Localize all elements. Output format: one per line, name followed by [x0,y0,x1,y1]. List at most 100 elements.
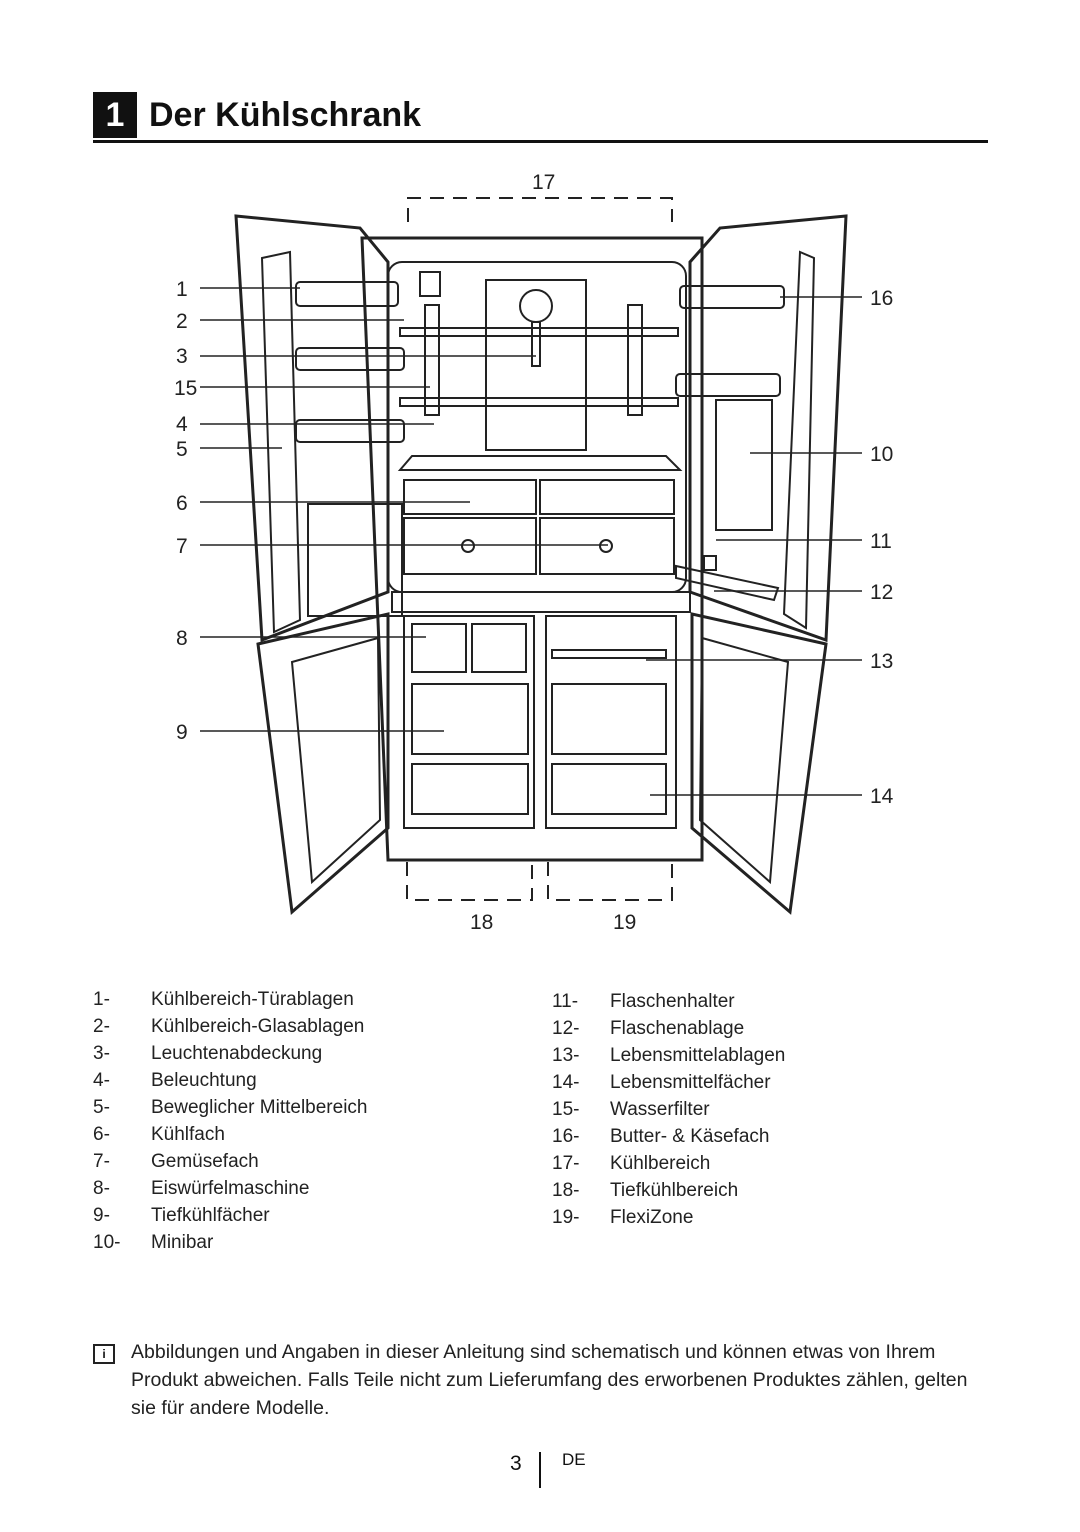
legend-item: 19- FlexiZone [552,1204,785,1231]
right-freezer-door [690,612,828,915]
callout-5: 5 [176,438,188,461]
legend-label: Beleuchtung [151,1070,257,1091]
legend-item: 2- Kühlbereich-Glasablagen [93,1013,368,1040]
legend-left: 1- Kühlbereich-Türablagen 2- Kühlbereich-G… [93,986,368,1256]
legend-item: 14- Lebensmittelfächer [552,1069,785,1096]
crisper-cover [397,455,683,471]
callout-12: 12 [870,581,893,604]
legend-number: 8- [93,1178,110,1199]
legend-label: Kühlbereich-Glasablagen [151,1016,365,1037]
legend-label: Wasserfilter [610,1099,710,1120]
chiller-drawer-left [403,479,537,515]
callout-6: 6 [176,492,188,515]
zone-bracket-19 [547,862,673,901]
callout-16: 16 [870,287,893,310]
refrigerator-drawing [200,197,862,915]
legend-number: 15- [552,1099,580,1120]
legend-label: Gemüsefach [151,1151,259,1172]
legend-label: Flaschenhalter [610,991,735,1012]
glass-shelf-lower [399,397,679,407]
flexizone-drawer-upper [551,683,667,755]
legend-label: Lebensmittelfächer [610,1072,771,1093]
legend-number: 17- [552,1153,580,1174]
light-cover [519,289,553,323]
legend-number: 19- [552,1207,580,1228]
callout-13: 13 [870,650,893,673]
callout-14: 14 [870,785,894,808]
page-title: Der Kühlschrank [149,96,422,134]
door-shelf-2 [295,347,405,371]
callout-3: 3 [176,345,188,368]
flexizone-cavity [545,615,677,829]
bottle-shelf [675,564,780,602]
legend-number: 6- [93,1124,110,1145]
legend-label: FlexiZone [610,1207,694,1228]
left-freezer-door [256,612,390,915]
zone-bracket-17 [407,197,673,222]
legend-number: 13- [552,1045,580,1066]
door-shelf-3 [295,419,405,443]
language-code: DE [562,1450,586,1469]
legend-number: 3- [93,1043,110,1064]
legend-item: 11- Flaschenhalter [552,988,785,1015]
callout-8: 8 [176,627,188,650]
ice-maker-right [471,623,527,673]
legend-item: 9- Tiefkühlfächer [93,1202,368,1229]
legend-number: 7- [93,1151,110,1172]
legend-item: 8- Eiswürfelmaschine [93,1175,368,1202]
legend-label: Minibar [151,1232,214,1253]
legend-label: Beweglicher Mittelbereich [151,1097,368,1118]
freezer-drawer-upper [411,683,529,755]
legend-number: 16- [552,1126,580,1147]
food-shelf [551,649,667,659]
right-freezer-liner [698,636,790,885]
legend-label: Eiswürfelmaschine [151,1178,310,1199]
legend-label: Kühlbereich-Türablagen [151,989,354,1010]
legend-item: 16-Butter- & Käsefach [552,1123,785,1150]
freezer-drawer-lower [411,763,529,815]
freezer-cavity [403,615,535,829]
callout-1: 1 [176,278,188,301]
door-bin-lower [307,503,403,617]
callout-7: 7 [176,535,188,558]
legend-number: 10- [93,1232,121,1253]
footer-divider [539,1452,541,1488]
note-text: Abbildungen und Angaben in dieser Anleit… [131,1341,968,1419]
left-fridge-door [234,214,390,643]
legend-item: 1- Kühlbereich-Türablagen [93,986,368,1013]
door-shelf-1 [295,281,399,307]
legend-number: 4- [93,1070,110,1091]
callout-18: 18 [470,911,493,934]
vegetable-drawer-left [403,517,537,575]
legend-number: 1- [93,989,110,1010]
drawer-knob-left [461,539,475,553]
callout-17: 17 [532,171,555,194]
legend-item: 13- Lebensmittelablagen [552,1042,785,1069]
legend-number: 11- [552,991,579,1012]
rear-air-duct [485,279,587,451]
legend-item: 17-Kühlbereich [552,1150,785,1177]
refrigerator-diagram: 1 2 3 15 4 5 6 7 8 9 16 10 11 12 13 14 1… [174,171,894,934]
legend-label: Lebensmittelablagen [610,1045,786,1066]
callout-lines [200,287,862,796]
legend-item: 4- Beleuchtung [93,1067,368,1094]
legend-right: 11-Flaschenhalter 12-Flaschenablage 13-L… [552,988,785,1231]
legend-number: 18- [552,1180,580,1201]
vegetable-drawer-right [539,517,675,575]
legend-label: Flaschenablage [610,1018,745,1039]
page-number: 3 [510,1452,522,1475]
butter-cheese-bin [679,285,785,309]
legend-number: 5- [93,1097,110,1118]
ice-maker-left [411,623,467,673]
callout-labels: 1 2 3 15 4 5 6 7 8 9 16 10 11 12 13 14 1… [174,171,894,934]
callout-19: 19 [613,911,636,934]
right-door-panel [782,250,816,630]
legend-label: Tiefkühlfächer [151,1205,270,1226]
legend-number: 9- [93,1205,110,1226]
legend-item: 18-Tiefkühlbereich [552,1177,785,1204]
legend-number: 14- [552,1072,580,1093]
water-filter [419,271,441,297]
compartment-divider [391,591,691,613]
legend-number: 2- [93,1016,110,1037]
legend-item: 3-Leuchtenabdeckung [93,1040,368,1067]
